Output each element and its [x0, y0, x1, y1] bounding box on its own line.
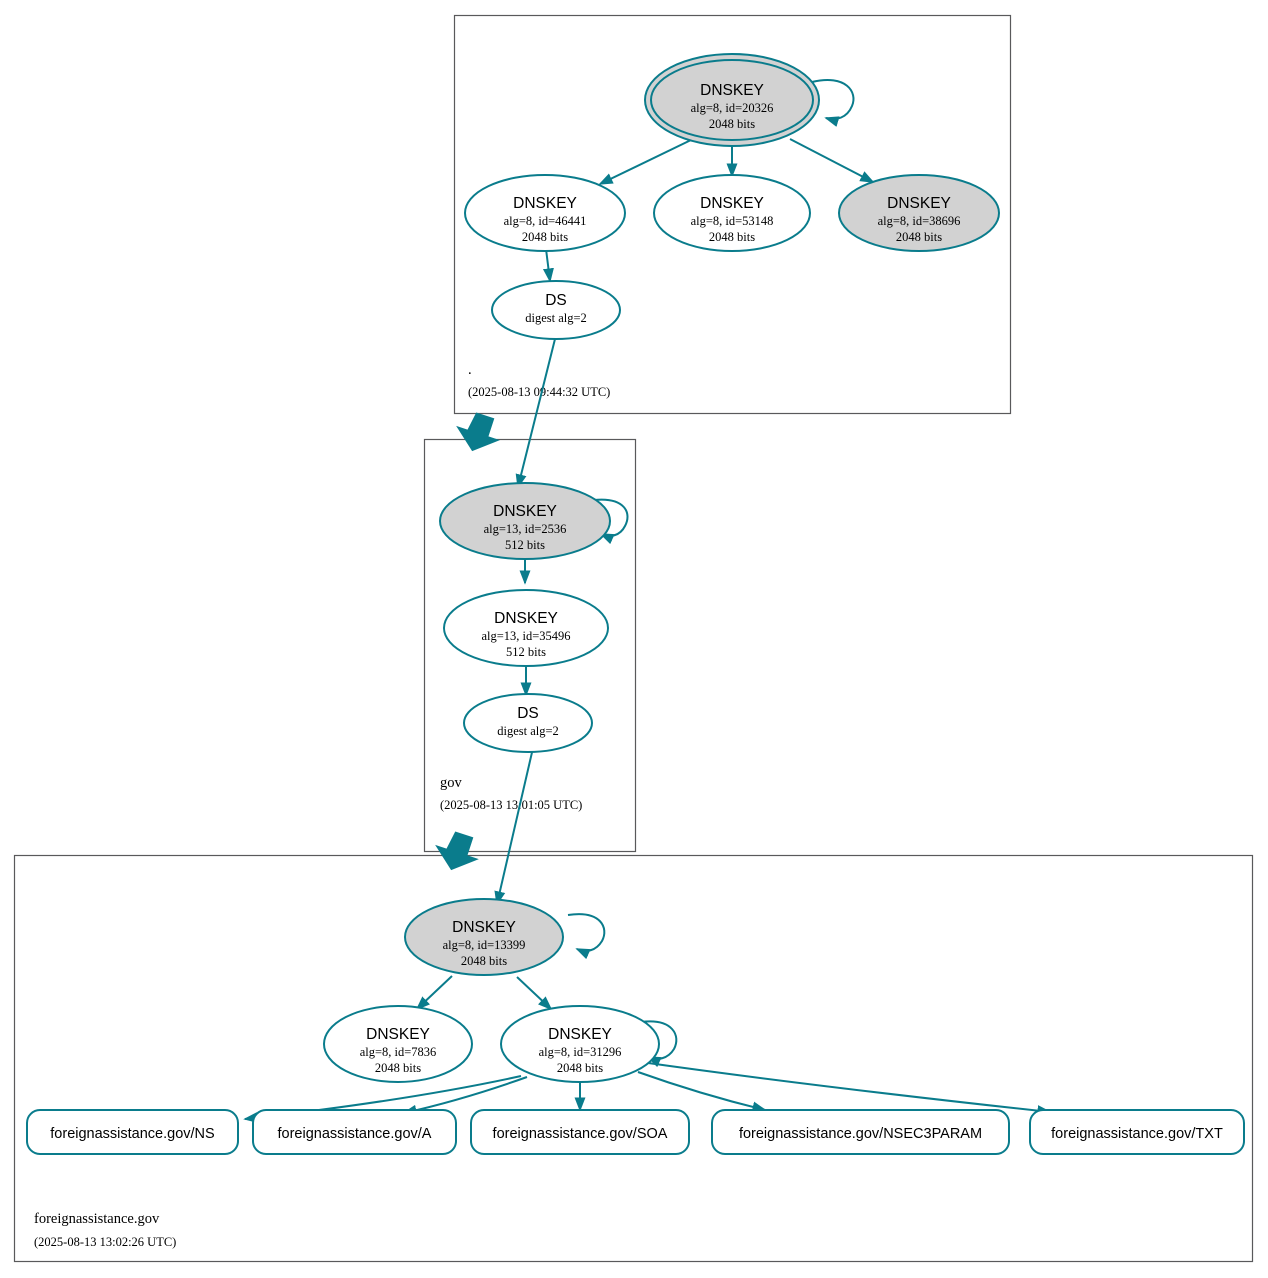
node-zsk-7836-alg: alg=8, id=7836	[360, 1045, 437, 1059]
node-zsk-38696-ellipse	[838, 174, 1000, 252]
rrset-txt-box	[1029, 1109, 1245, 1155]
node-zsk-46441-alg: alg=8, id=46441	[504, 214, 587, 228]
node-ksk-2536[interactable]: DNSKEY alg=13, id=2536 512 bits	[439, 482, 611, 560]
node-zsk-35496-title: DNSKEY	[494, 610, 558, 627]
node-zsk-7836-title: DNSKEY	[366, 1026, 430, 1043]
edges-delegation-root-gov	[456, 334, 557, 489]
node-zsk-53148[interactable]: DNSKEY alg=8, id=53148 2048 bits	[653, 174, 811, 252]
node-zsk-46441-ellipse	[464, 174, 626, 252]
rrset-soa-label: foreignassistance.gov/SOA	[493, 1126, 668, 1142]
edge-46441-to-ds-root	[542, 248, 554, 283]
rrset-soa-box	[470, 1109, 690, 1155]
zone-root-timestamp: (2025-08-13 09:44:32 UTC)	[468, 385, 610, 399]
node-zsk-35496-bits: 512 bits	[506, 645, 546, 659]
node-ksk-2536-alg: alg=13, id=2536	[484, 522, 567, 536]
node-ksk-20326-alg: alg=8, id=20326	[691, 101, 774, 115]
node-ksk-13399-ellipse	[404, 898, 564, 976]
edge-self-sign-31296	[640, 1020, 678, 1068]
rrset-soa[interactable]: foreignassistance.gov/SOA	[470, 1109, 690, 1155]
edge-13399-to-7836	[415, 975, 453, 1011]
node-zsk-7836-ellipse	[323, 1005, 473, 1083]
node-zsk-31296-alg: alg=8, id=31296	[539, 1045, 622, 1059]
node-zsk-38696-title: DNSKEY	[887, 195, 951, 212]
node-ds-root[interactable]: DS digest alg=2	[491, 280, 621, 340]
zone-foreignassistance-timestamp: (2025-08-13 13:02:26 UTC)	[34, 1235, 176, 1249]
node-ds-gov[interactable]: DS digest alg=2	[463, 693, 593, 753]
node-zsk-53148-alg: alg=8, id=53148	[691, 214, 774, 228]
node-zsk-31296-ellipse	[500, 1005, 660, 1083]
node-zsk-31296[interactable]: DNSKEY alg=8, id=31296 2048 bits	[500, 1005, 660, 1083]
node-ds-gov-title: DS	[517, 705, 539, 722]
node-zsk-35496-alg: alg=13, id=35496	[481, 629, 570, 643]
edges-delegation-gov-fa	[435, 747, 534, 906]
node-ksk-20326-inner-ellipse	[650, 59, 814, 141]
rrset-ns[interactable]: foreignassistance.gov/NS	[26, 1109, 239, 1155]
node-zsk-38696-alg: alg=8, id=38696	[878, 214, 961, 228]
edge-31296-to-rr-nsec3param	[637, 1071, 767, 1113]
node-ksk-20326-bits: 2048 bits	[709, 117, 755, 131]
node-ksk-20326[interactable]: DNSKEY alg=8, id=20326 2048 bits	[644, 53, 820, 147]
rrset-nsec3param-label: foreignassistance.gov/NSEC3PARAM	[739, 1126, 982, 1142]
rrset-a-label: foreignassistance.gov/A	[278, 1126, 432, 1142]
node-ds-gov-ellipse	[463, 693, 593, 753]
node-zsk-46441-title: DNSKEY	[513, 195, 577, 212]
node-ksk-2536-bits: 512 bits	[505, 538, 545, 552]
zone-gov-timestamp: (2025-08-13 13:01:05 UTC)	[440, 798, 582, 812]
zone-gov-label: gov	[440, 775, 463, 791]
node-ksk-2536-title: DNSKEY	[493, 503, 557, 520]
edge-20326-to-38696	[789, 138, 875, 183]
node-ds-root-title: DS	[545, 292, 567, 309]
node-ds-gov-digest: digest alg=2	[497, 724, 559, 738]
rrset-ns-label: foreignassistance.gov/NS	[50, 1126, 214, 1142]
node-zsk-38696[interactable]: DNSKEY alg=8, id=38696 2048 bits	[838, 174, 1000, 252]
node-ksk-20326-title: DNSKEY	[700, 82, 764, 99]
edge-ds-root-to-ksk-2536	[515, 334, 557, 489]
zone-delegation-arrow-gov-fa	[435, 831, 479, 871]
node-ksk-2536-ellipse	[439, 482, 611, 560]
zone-foreignassistance-label: foreignassistance.gov	[34, 1211, 160, 1227]
rrset-a-box	[252, 1109, 457, 1155]
node-zsk-35496[interactable]: DNSKEY alg=13, id=35496 512 bits	[443, 589, 609, 667]
node-ds-root-ellipse	[491, 280, 621, 340]
node-zsk-53148-title: DNSKEY	[700, 195, 764, 212]
node-zsk-31296-title: DNSKEY	[548, 1026, 612, 1043]
node-zsk-7836[interactable]: DNSKEY alg=8, id=7836 2048 bits	[323, 1005, 473, 1083]
zone-root-label: .	[468, 362, 472, 378]
node-zsk-38696-bits: 2048 bits	[896, 230, 942, 244]
rrset-txt-label: foreignassistance.gov/TXT	[1051, 1126, 1223, 1142]
rrset-nsec3param[interactable]: foreignassistance.gov/NSEC3PARAM	[711, 1109, 1010, 1155]
node-ksk-13399-bits: 2048 bits	[461, 954, 507, 968]
edge-self-sign-2536	[593, 498, 629, 545]
edge-20326-to-46441	[598, 139, 692, 185]
rrset-nsec3param-box	[711, 1109, 1010, 1155]
node-zsk-53148-ellipse	[653, 174, 811, 252]
node-zsk-53148-bits: 2048 bits	[709, 230, 755, 244]
node-ksk-13399-title: DNSKEY	[452, 919, 516, 936]
edge-self-sign-13399	[567, 913, 606, 960]
node-zsk-46441-bits: 2048 bits	[522, 230, 568, 244]
edge-self-sign-20326	[811, 79, 855, 127]
node-ds-root-digest: digest alg=2	[525, 311, 587, 325]
edge-13399-to-31296	[516, 976, 553, 1011]
node-zsk-46441[interactable]: DNSKEY alg=8, id=46441 2048 bits	[464, 174, 626, 252]
zone-delegation-arrow-root-gov	[456, 412, 500, 452]
edge-ds-gov-to-ksk-13399	[494, 747, 534, 906]
edges-root	[542, 79, 875, 283]
node-zsk-35496-ellipse	[443, 589, 609, 667]
node-zsk-31296-bits: 2048 bits	[557, 1061, 603, 1075]
rrset-ns-box	[26, 1109, 239, 1155]
edge-31296-to-rr-txt	[640, 1061, 1052, 1117]
node-ksk-13399[interactable]: DNSKEY alg=8, id=13399 2048 bits	[404, 898, 564, 976]
node-zsk-7836-bits: 2048 bits	[375, 1061, 421, 1075]
node-ksk-13399-alg: alg=8, id=13399	[443, 938, 526, 952]
rrset-a[interactable]: foreignassistance.gov/A	[252, 1109, 457, 1155]
rrset-txt[interactable]: foreignassistance.gov/TXT	[1029, 1109, 1245, 1155]
